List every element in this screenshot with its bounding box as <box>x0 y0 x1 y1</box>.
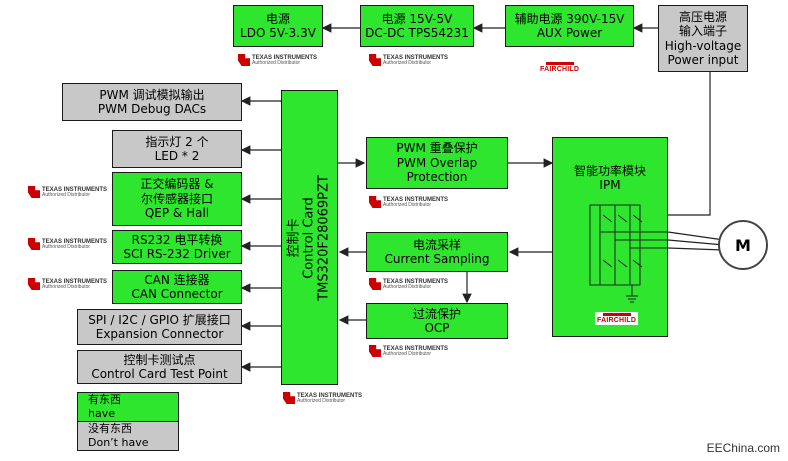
ti-logo: TEXAS INSTRUMENTS Authorized Distributor <box>238 54 317 66</box>
ldo-subtitle: LDO 5V-3.3V <box>240 26 316 40</box>
current-sampling-title: 电流采样 <box>412 237 461 252</box>
ti-name: TEXAS INSTRUMENTS <box>383 345 449 352</box>
qep-title-2: 尔传感器接口 <box>140 191 213 206</box>
qep-subtitle: QEP & Hall <box>144 206 210 221</box>
legend-have-cn: 有东西 <box>88 393 121 407</box>
ti-logo: TEXAS INSTRUMENTS Authorized Distributor <box>369 196 448 208</box>
pwm-overlap-subtitle-1: PWM Overlap <box>396 155 478 170</box>
test-point-block: 控制卡测试点 Control Card Test Point <box>77 350 242 384</box>
testpoint-subtitle: Control Card Test Point <box>91 367 228 381</box>
current-sampling-subtitle: Current Sampling <box>384 252 490 266</box>
legend-have-en: have <box>88 407 115 420</box>
ipm-block: 智能功率模块 IPM <box>552 137 668 337</box>
qep-title-1: 正交编码器 & <box>140 177 214 192</box>
hv-title-2: 输入端子 <box>678 24 727 39</box>
fairchild-logo: FAIRCHILD <box>595 312 639 325</box>
ti-name: TEXAS INSTRUMENTS <box>42 186 108 193</box>
aux-title: 辅助电源 390V-15V <box>514 11 625 26</box>
ti-name: TEXAS INSTRUMENTS <box>383 54 449 61</box>
ti-sub: Authorized Distributor <box>383 201 432 208</box>
fairchild-logo: FAIRCHILD <box>540 62 579 73</box>
led-title: 指示灯 2 个 <box>145 134 209 149</box>
dcdc-subtitle: DC-DC TPS54231 <box>365 26 469 40</box>
ti-logo: TEXAS INSTRUMENTS Authorized Distributor <box>28 238 107 250</box>
pwm-overlap-protection-block: PWM 重叠保护 PWM Overlap Protection <box>366 137 508 189</box>
sci-subtitle: SCI RS-232 Driver <box>123 247 231 261</box>
ldo-power-block: 电源 LDO 5V-3.3V <box>233 5 323 47</box>
expansion-connector-block: SPI / I2C / GPIO 扩展接口 Expansion Connecto… <box>77 309 242 345</box>
testpoint-title: 控制卡测试点 <box>123 352 196 367</box>
ti-name: TEXAS INSTRUMENTS <box>297 392 363 399</box>
pwm-debug-dacs-block: PWM 调试模拟输出 PWM Debug DACs <box>62 83 242 121</box>
motor-icon: M <box>718 220 768 270</box>
can-title: CAN 连接器 <box>144 272 210 287</box>
led-block: 指示灯 2 个 LED * 2 <box>112 130 242 168</box>
ti-name: TEXAS INSTRUMENTS <box>383 196 449 203</box>
ti-sub: Authorized Distributor <box>383 283 432 290</box>
motor-label: M <box>735 235 751 255</box>
pwm-dacs-title: PWM 调试模拟输出 <box>99 87 205 102</box>
dcdc-title: 电源 15V-5V <box>381 11 453 26</box>
hv-title-1: 高压电源 <box>678 9 727 24</box>
current-sampling-block: 电流采样 Current Sampling <box>366 232 508 272</box>
watermark: EEChina.com <box>706 441 780 455</box>
ldo-title: 电源 <box>265 11 290 26</box>
qep-hall-block: 正交编码器 & 尔传感器接口 QEP & Hall <box>112 172 242 226</box>
aux-power-block: 辅助电源 390V-15V AUX Power <box>505 5 634 47</box>
hv-title-3: High-voltage <box>664 38 742 53</box>
legend-dont-have-cn: 没有东西 <box>88 422 132 436</box>
ti-sub: Authorized Distributor <box>383 59 432 66</box>
can-connector-block: CAN 连接器 CAN Connector <box>112 270 242 304</box>
ti-logo: TEXAS INSTRUMENTS Authorized Distributor <box>28 186 107 198</box>
ti-name: TEXAS INSTRUMENTS <box>383 278 449 285</box>
ti-logo: TEXAS INSTRUMENTS Authorized Distributor <box>283 392 362 404</box>
ti-logo: TEXAS INSTRUMENTS Authorized Distributor <box>369 345 448 357</box>
sci-rs232-block: RS232 电平转换 SCI RS-232 Driver <box>112 230 242 264</box>
expansion-subtitle: Expansion Connector <box>95 327 224 341</box>
can-subtitle: CAN Connector <box>131 287 223 301</box>
ti-logo: TEXAS INSTRUMENTS Authorized Distributor <box>28 278 107 290</box>
fairchild-name: FAIRCHILD <box>540 66 580 73</box>
fairchild-name: FAIRCHILD <box>597 317 637 324</box>
ti-sub: Authorized Distributor <box>42 191 91 198</box>
ti-logo: TEXAS INSTRUMENTS Authorized Distributor <box>369 54 448 66</box>
hv-title-4: Power input <box>667 52 739 67</box>
ocp-block: 过流保护 OCP <box>366 303 508 339</box>
pwm-overlap-subtitle-2: Protection <box>406 170 468 185</box>
pwm-overlap-title: PWM 重叠保护 <box>396 141 478 156</box>
legend-dont-have-en: Don’t have <box>88 436 149 449</box>
ipm-title: 智能功率模块 <box>573 164 646 178</box>
dcdc-power-block: 电源 15V-5V DC-DC TPS54231 <box>360 5 474 47</box>
pwm-dacs-subtitle: PWM Debug DACs <box>97 102 207 116</box>
ti-sub: Authorized Distributor <box>297 397 346 404</box>
fairchild-logo-icon <box>545 62 574 65</box>
hv-power-input-block: 高压电源 输入端子 High-voltage Power input <box>658 5 748 72</box>
ocp-subtitle: OCP <box>424 321 450 335</box>
legend-dont-have: 没有东西 Don’t have <box>77 421 179 451</box>
ti-name: TEXAS INSTRUMENTS <box>252 54 318 61</box>
ipm-subtitle: IPM <box>599 178 621 193</box>
aux-subtitle: AUX Power <box>536 26 603 40</box>
ti-sub: Authorized Distributor <box>252 59 301 66</box>
led-subtitle: LED * 2 <box>154 149 200 163</box>
ti-name: TEXAS INSTRUMENTS <box>42 238 108 245</box>
ti-sub: Authorized Distributor <box>42 243 91 250</box>
control-card-block: 控制卡 Control Card TMS320F28069PZT <box>281 90 338 385</box>
fairchild-logo-icon <box>602 313 631 316</box>
legend-have: 有东西 have <box>77 392 179 422</box>
ocp-title: 过流保护 <box>412 306 461 321</box>
ti-name: TEXAS INSTRUMENTS <box>42 278 108 285</box>
sci-title: RS232 电平转换 <box>131 232 223 247</box>
ti-sub: Authorized Distributor <box>42 283 91 290</box>
ti-sub: Authorized Distributor <box>383 350 432 357</box>
expansion-title: SPI / I2C / GPIO 扩展接口 <box>88 312 231 327</box>
ti-logo: TEXAS INSTRUMENTS Authorized Distributor <box>369 278 448 290</box>
